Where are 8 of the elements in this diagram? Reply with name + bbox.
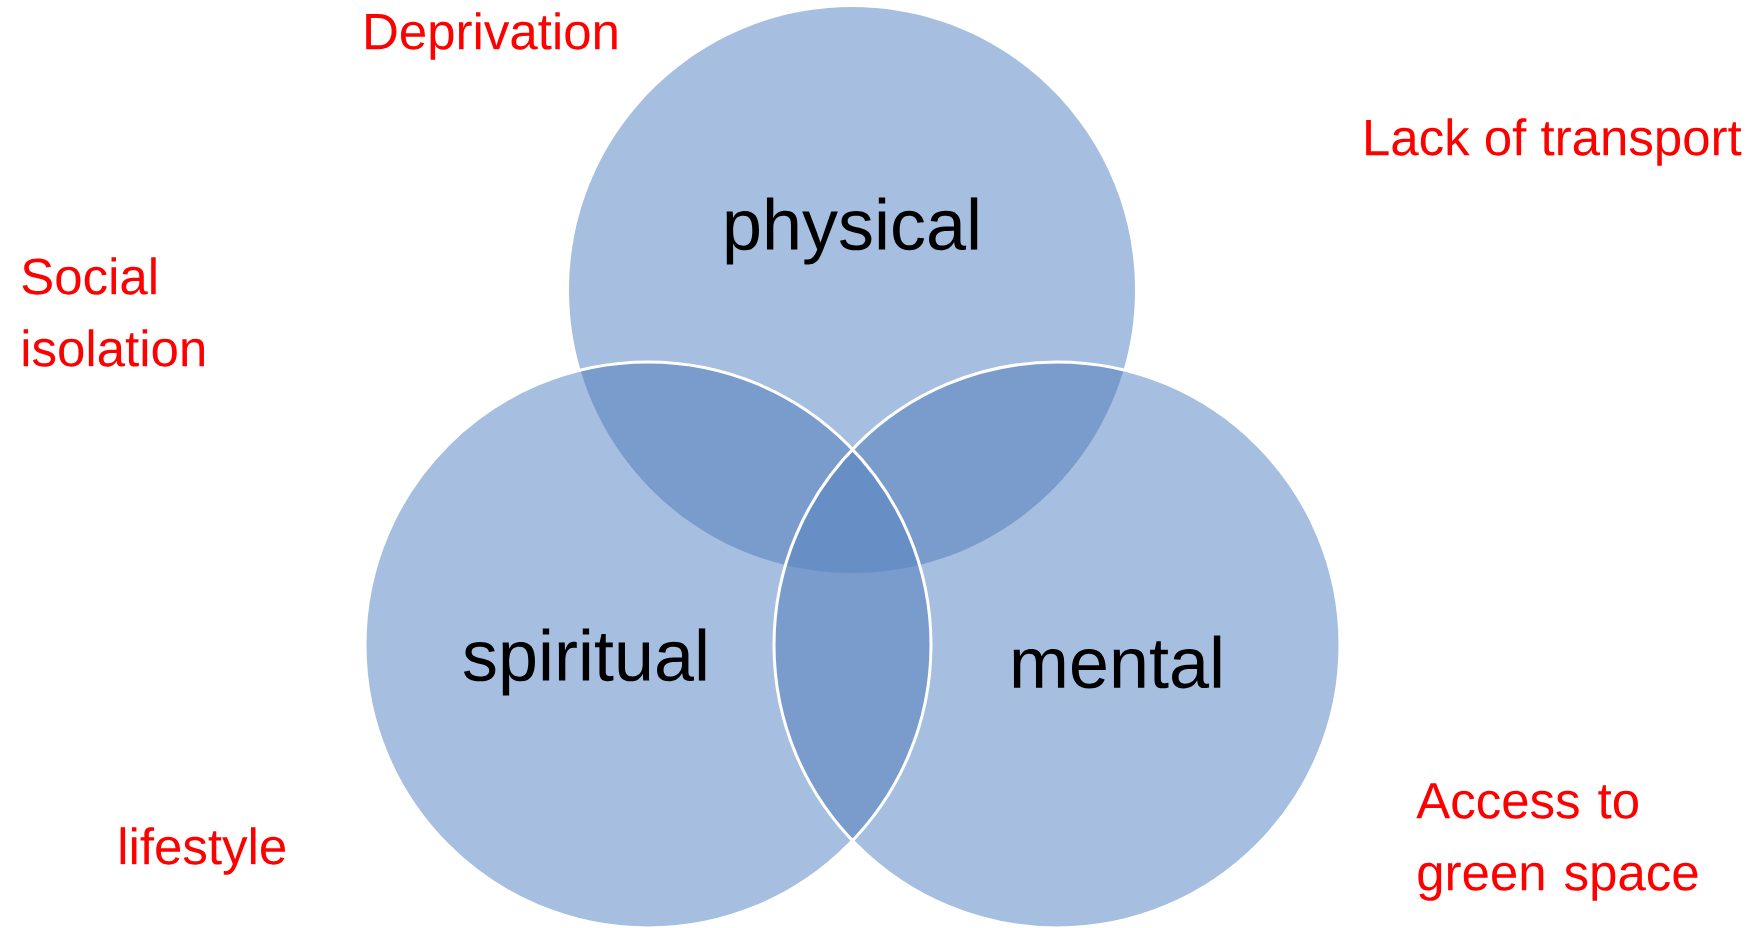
factor-label: Social isolation [22, 257, 204, 367]
factor-label: lifestyle [120, 827, 285, 875]
circle-label: spiritual [463, 628, 706, 696]
factor-label: Access to green space [1416, 783, 1698, 901]
circle-label: mental [1013, 635, 1221, 689]
circle-label: physical [726, 197, 978, 265]
factor-label: Deprivation [366, 12, 617, 60]
factor-label: Lack of transport [1366, 118, 1742, 166]
